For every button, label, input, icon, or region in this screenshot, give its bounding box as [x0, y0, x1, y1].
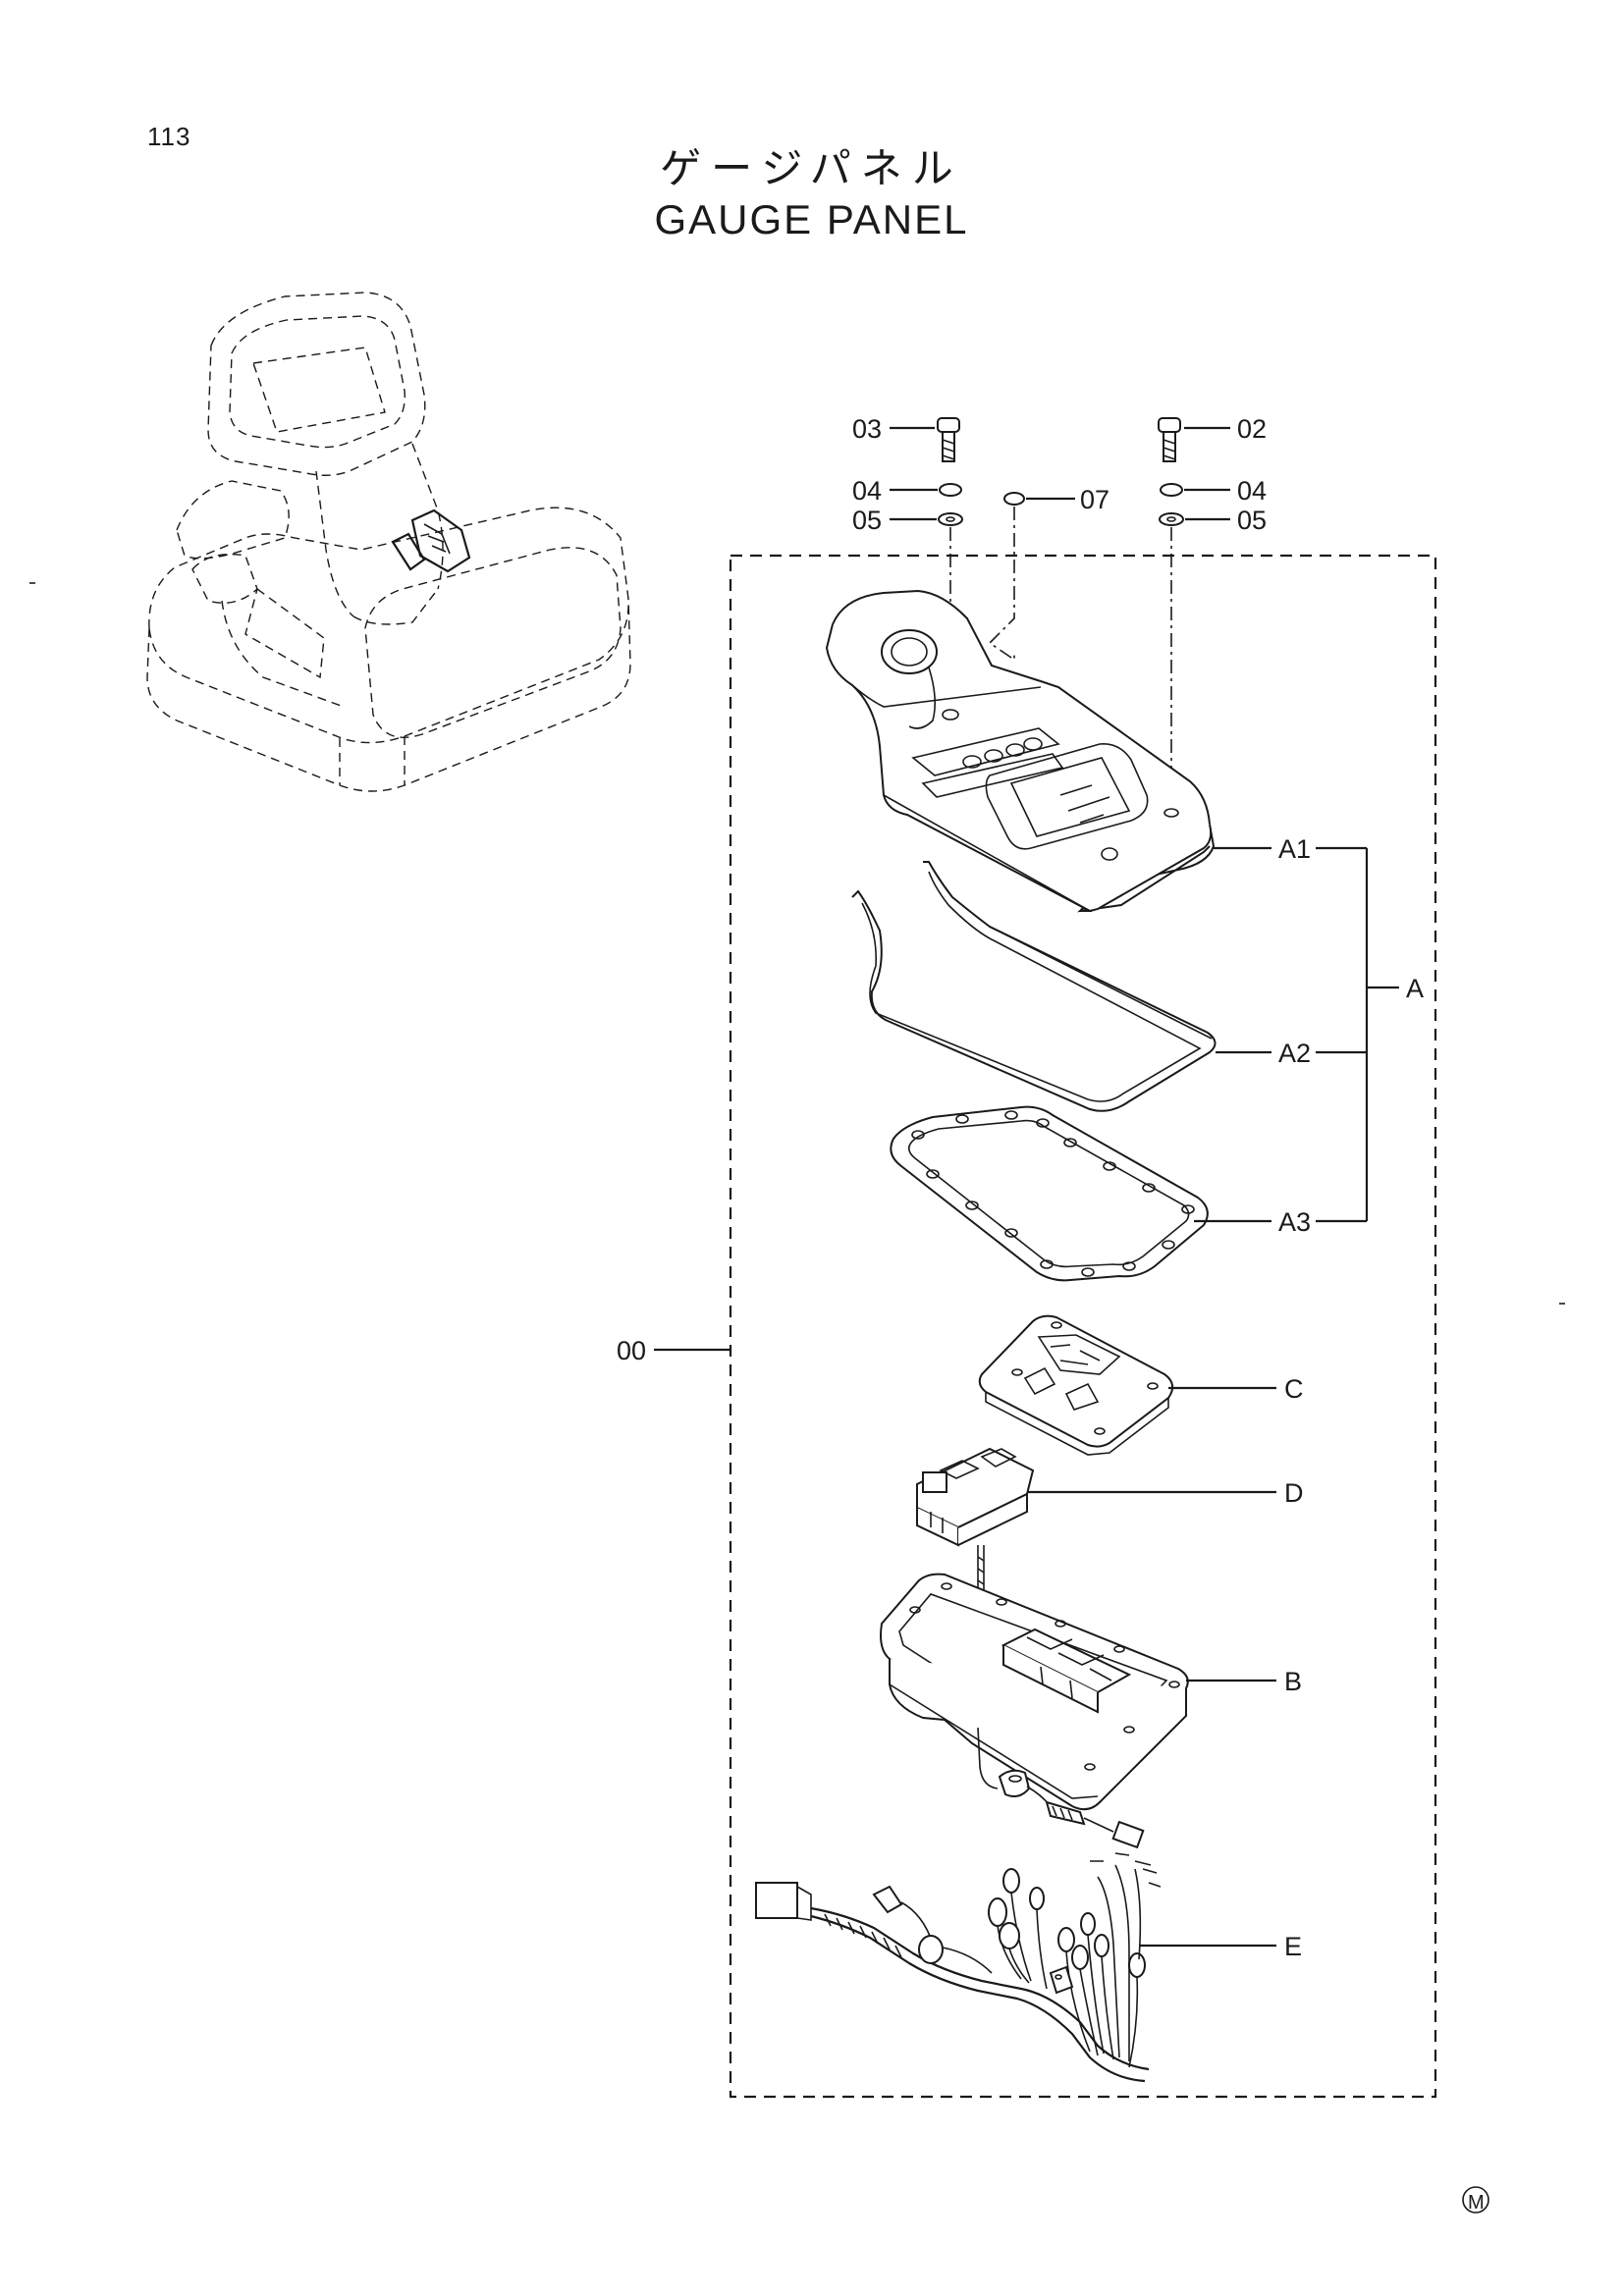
- label-B: B: [1284, 1667, 1302, 1696]
- screw-03-left: [937, 417, 960, 462]
- harness-E: E: [755, 1852, 1302, 2083]
- cap-07: [1003, 492, 1025, 506]
- flat-washers-05: [938, 512, 1184, 526]
- label-07: 07: [1080, 485, 1109, 514]
- label-03: 03: [852, 414, 882, 444]
- controller-D: D: [916, 1447, 1304, 1669]
- label-A1: A1: [1278, 834, 1311, 864]
- gasket-A2: [851, 861, 1217, 1112]
- assembly-00-boundary: [729, 554, 1437, 2099]
- label-05-left: 05: [852, 506, 882, 535]
- title-english: GAUGE PANEL: [654, 196, 969, 242]
- fastener-leaders: [890, 426, 1230, 521]
- label-A3: A3: [1278, 1207, 1311, 1237]
- packing-A3: [890, 1105, 1209, 1282]
- label-04-right: 04: [1237, 476, 1267, 506]
- cab-location-sketch: [146, 292, 631, 792]
- label-02: 02: [1237, 414, 1267, 444]
- label-E: E: [1284, 1932, 1302, 1961]
- label-04-left: 04: [852, 476, 882, 506]
- label-A2: A2: [1278, 1039, 1311, 1068]
- copyright-mark: M: [1462, 2186, 1489, 2214]
- page-number: 113: [147, 122, 191, 151]
- spring-washers-04: [939, 483, 1183, 497]
- mark-letter: M: [1468, 2192, 1485, 2214]
- label-C: C: [1284, 1374, 1304, 1404]
- label-A: A: [1406, 974, 1424, 1003]
- label-D: D: [1284, 1478, 1304, 1508]
- fastener-labels: 03 02 04 04 05 05 07: [852, 414, 1267, 535]
- label-05-right: 05: [1237, 506, 1267, 535]
- case-B: B: [880, 1573, 1302, 1849]
- cover-A1: [825, 589, 1216, 913]
- board-C: C: [978, 1314, 1304, 1456]
- screw-02-right: [1158, 417, 1181, 462]
- title-japanese: ゲージパネル: [660, 144, 963, 192]
- label-00: 00: [617, 1336, 646, 1365]
- assembly-A-bracket: A1 A2 A3 A: [1194, 834, 1424, 1237]
